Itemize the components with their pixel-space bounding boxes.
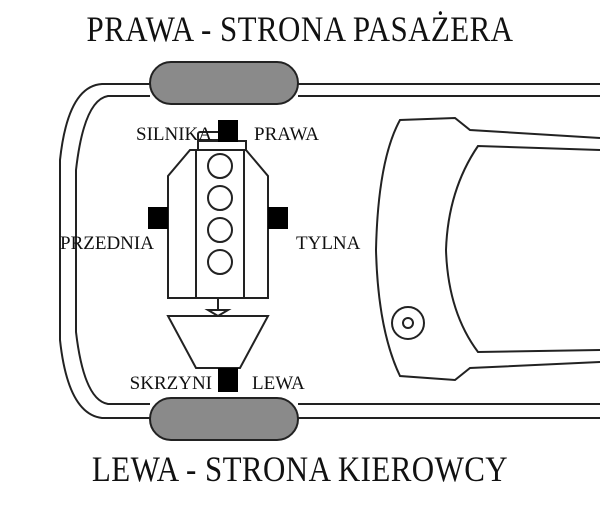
engine-cylinder-2 — [207, 185, 233, 211]
car-body-inner-outline — [75, 95, 600, 405]
gearbox-flange — [204, 309, 232, 318]
engine-cylinder-1 — [207, 153, 233, 179]
gearbox — [166, 315, 270, 369]
gearbox-left-mount — [218, 368, 238, 392]
gearbox-left-label-left: SKRZYNI — [130, 373, 212, 394]
driver-side-title: LEWA - STRONA KIEROWCY — [91, 449, 509, 489]
bottom-tire — [149, 397, 299, 441]
windshield-inner-outline — [444, 144, 600, 354]
engine-right-mount — [218, 120, 238, 142]
top-tire — [149, 61, 299, 105]
front-mount-label: PRZEDNIA — [60, 233, 154, 254]
engine-cylinder-4 — [207, 249, 233, 275]
steering-column-inner — [402, 317, 414, 329]
rear-mount-label: TYLNA — [296, 233, 361, 254]
engine-right-label-right: PRAWA — [254, 124, 319, 145]
car-body-outline — [59, 83, 600, 419]
engine-right-label-left: SILNIKA — [136, 124, 212, 145]
windshield-outline — [374, 116, 600, 382]
front-mount — [148, 207, 168, 229]
gearbox-left-label-right: LEWA — [252, 373, 305, 394]
passenger-side-title: PRAWA - STRONA PASAŻERA — [86, 9, 514, 49]
rear-mount — [268, 207, 288, 229]
engine-cylinder-3 — [207, 217, 233, 243]
